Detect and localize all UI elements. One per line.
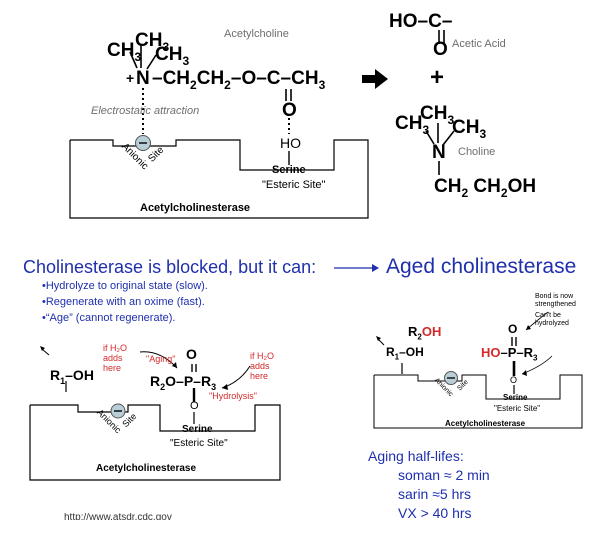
aged-title: Aged cholinesterase: [386, 255, 577, 278]
phosphoryl-oxygen-right: O: [508, 322, 518, 336]
acetic-oxygen: O: [433, 39, 448, 60]
methyl-group-right: CH3: [155, 44, 190, 68]
choline-nitrogen: N: [432, 142, 446, 163]
serine-label-left: Serine: [182, 424, 213, 435]
esteric-site-left: "Esteric Site": [170, 438, 228, 449]
bullet-age: •“Age” (cannot regenerate).: [42, 312, 176, 324]
acetic-acid-formula: HO–C–: [389, 11, 453, 32]
enzyme-label-right: Acetylcholinesterase: [445, 419, 526, 428]
ho-p-r3-group: HO–P–R3: [481, 345, 538, 363]
acetic-acid-label: Acetic Acid: [452, 38, 506, 50]
acetylcholine-label: Acetylcholine: [224, 28, 289, 40]
ethyl-chain: –CH2CH2–O–C–CH3: [152, 68, 326, 92]
esteric-site-right: "Esteric Site": [494, 404, 541, 413]
phosphoryl-oxygen: O: [186, 346, 197, 362]
r2o-p-r3-group: R2O–P–R3: [150, 373, 217, 392]
aging-label: "Aging": [146, 354, 176, 364]
half-lifes-title: Aging half-lifes:: [368, 448, 464, 464]
electrostatic-label: Electrostatic attraction: [91, 105, 200, 117]
choline-methyl-left: CH3: [395, 113, 430, 137]
bullet-hydrolyze: •Hydrolyze to original state (slow).: [42, 280, 208, 292]
esteric-site-label: "Esteric Site": [262, 179, 326, 191]
r2-oh-group: R2OH: [408, 324, 442, 342]
serine-label: Serine: [272, 164, 306, 176]
r1-oh-group-right: R1–OH: [386, 345, 424, 362]
choline-methyl-top: CH3: [420, 103, 455, 127]
enzyme-label: Acetylcholinesterase: [140, 202, 251, 214]
choline-chain: CH2 CH2OH: [434, 176, 537, 200]
hydroxyl-label: HO: [280, 135, 301, 151]
enzyme-label-left: Acetylcholinesterase: [96, 463, 197, 474]
half-life-soman: soman ≈ 2 min: [398, 467, 490, 483]
choline-label: Choline: [458, 146, 496, 158]
positive-charge: +: [126, 70, 135, 86]
nitrogen-atom: N: [136, 68, 150, 89]
oxygen-link-right: O: [510, 375, 518, 385]
hydrolysis-label: "Hydrolysis": [209, 391, 257, 401]
methyl-group-left: CH3: [107, 40, 142, 64]
half-life-sarin: sarin ≈5 hrs: [398, 486, 472, 502]
r1-oh-group: R1–OH: [50, 367, 94, 386]
plus-sign: +: [430, 64, 445, 91]
oxygen-link: O: [190, 400, 199, 412]
serine-label-right: Serine: [503, 393, 528, 402]
blocked-statement: Cholinesterase is blocked, but it can:: [23, 257, 317, 277]
source-link[interactable]: http://www.atsdr.cdc.gov: [64, 513, 172, 520]
choline-methyl-right: CH3: [452, 117, 487, 141]
carbonyl-oxygen: O: [282, 100, 297, 121]
half-life-vx: VX > 40 hrs: [398, 505, 472, 521]
methyl-group-top: CH3: [135, 30, 170, 54]
bullet-regenerate: •Regenerate with an oxime (fast).: [42, 296, 205, 308]
